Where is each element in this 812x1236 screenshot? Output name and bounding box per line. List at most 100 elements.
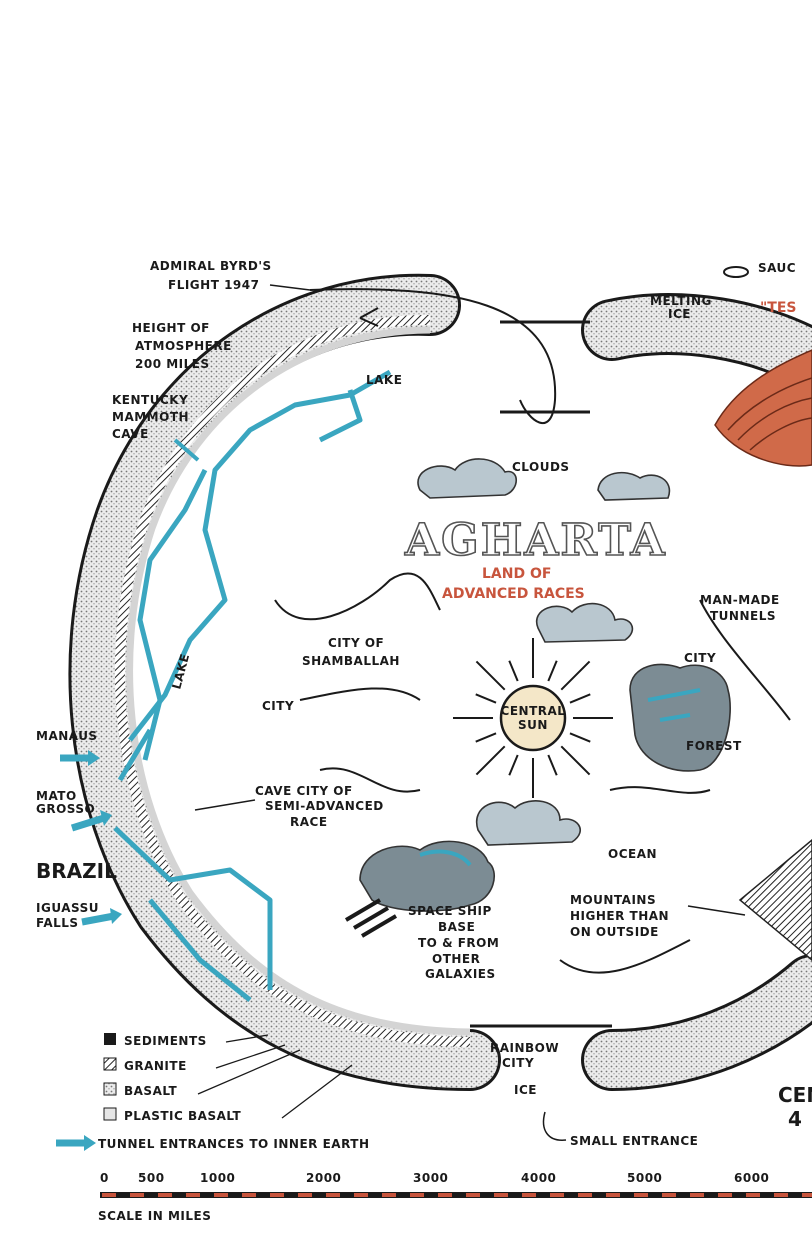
tunnels: [113, 369, 392, 1002]
label-cave-city-2: SEMI-ADVANCED: [265, 799, 384, 813]
scale-tick-label: 2000: [306, 1171, 341, 1185]
admiral-line-2: FLIGHT 1947: [168, 278, 259, 292]
label-admiral: ADMIRAL BYRD'S FLIGHT 1947: [150, 259, 311, 292]
sun-ray: [569, 732, 591, 743]
legend-swatch-granite: [103, 1057, 117, 1071]
label-atmosphere-1: HEIGHT OF: [132, 321, 210, 335]
scale-segment: [438, 1193, 452, 1197]
legend-tunnel: TUNNEL ENTRANCES TO INNER EARTH: [98, 1137, 370, 1151]
label-city-of: CITY OF: [328, 636, 384, 650]
label-cave-city-3: RACE: [290, 815, 328, 829]
red-cone: [714, 349, 812, 467]
scale-segment: [270, 1193, 284, 1197]
scale-tick-label: 5000: [627, 1171, 662, 1185]
label-atmosphere-2: ATMOSPHERE: [135, 339, 232, 353]
scale-tick-label: 4000: [521, 1171, 556, 1185]
label-kentucky-1: KENTUCKY: [112, 393, 188, 407]
legend-basalt: BASALT: [124, 1084, 178, 1098]
scale-segment: [214, 1193, 228, 1197]
label-cave-city-1: CAVE CITY OF: [255, 784, 353, 798]
label-clouds: CLOUDS: [512, 460, 570, 474]
label-mato-1: MATO: [36, 789, 77, 803]
scale-segment: [662, 1193, 676, 1197]
scale-segment: [130, 1193, 144, 1197]
label-central-sun-2: SUN: [518, 718, 548, 732]
label-melting-ice-1: MELTING: [650, 294, 712, 308]
label-man-made-2: TUNNELS: [710, 609, 776, 623]
label-space-ship-2: BASE: [438, 920, 475, 934]
label-kentucky-3: CAVE: [112, 427, 149, 441]
scale-segment: [718, 1193, 732, 1197]
sun-ray: [508, 754, 519, 776]
label-iguassu-1: IGUASSU: [36, 901, 99, 915]
subtitle-line-2: ADVANCED RACES: [442, 586, 585, 602]
legend: SEDIMENTS GRANITE BASALT PLASTIC BASALT …: [56, 1033, 370, 1151]
legend-swatch-basalt: [103, 1082, 117, 1096]
label-cen-num: 4: [788, 1107, 802, 1131]
saucer-icon: [723, 266, 749, 278]
label-space-ship-5: GALAXIES: [425, 967, 496, 981]
subtitle-line-1: LAND OF: [482, 566, 551, 582]
scale-segment: [102, 1193, 116, 1197]
scale-tick-label: 1000: [200, 1171, 235, 1185]
label-rainbow-1: RAINBOW: [490, 1041, 559, 1055]
label-space-ship-3: TO & FROM: [418, 936, 499, 950]
label-small-entrance: SMALL ENTRANCE: [570, 1134, 698, 1148]
sun-ray: [547, 660, 558, 682]
sun-ray: [475, 660, 506, 691]
admiral-line-1: ADMIRAL BYRD'S: [150, 259, 272, 273]
scale-segment: [354, 1193, 368, 1197]
sun-ray: [560, 745, 591, 776]
label-saucer: SAUC: [758, 261, 796, 275]
flight-path: [309, 288, 557, 425]
label-atmosphere-3: 200 MILES: [135, 357, 210, 371]
scale-segment: [158, 1193, 172, 1197]
label-kentucky-2: MAMMOTH: [112, 410, 189, 424]
scale-segment: [634, 1193, 648, 1197]
legend-sediments: SEDIMENTS: [124, 1034, 207, 1048]
sun-ray: [569, 693, 591, 704]
scale-segment: [802, 1193, 812, 1197]
scale-segment: [774, 1193, 788, 1197]
sun-ray: [547, 754, 558, 776]
earth-crust-right: [581, 293, 812, 1091]
label-mato-2: GROSSO: [36, 802, 95, 816]
label-cen: CEN: [778, 1083, 812, 1107]
label-ice: ICE: [514, 1083, 537, 1097]
legend-swatch-sediments: [104, 1033, 116, 1045]
label-city-left: CITY: [262, 699, 294, 713]
label-space-ship-1: SPACE SHIP: [408, 904, 492, 918]
sun-ray: [508, 660, 519, 682]
label-central-sun-1: CENTRAL: [501, 704, 566, 718]
legend-plastic-basalt: PLASTIC BASALT: [124, 1109, 242, 1123]
label-city-right: CITY: [684, 651, 716, 665]
scale-tick-label: 0: [100, 1171, 109, 1185]
scale-segment: [550, 1193, 564, 1197]
label-shamballah: SHAMBALLAH: [302, 654, 400, 668]
label-lake-top: LAKE: [366, 373, 402, 387]
label-brazil: BRAZIL: [36, 859, 117, 883]
scale-tick-label: 3000: [413, 1171, 448, 1185]
scale-segment: [466, 1193, 480, 1197]
label-lake-side: LAKE: [169, 652, 192, 691]
scale-segment: [382, 1193, 396, 1197]
spaceship-icon: [344, 898, 398, 938]
label-iguassu-2: FALLS: [36, 916, 79, 930]
clouds: [417, 458, 671, 846]
scale-segment: [410, 1193, 424, 1197]
scale-segment: [186, 1193, 200, 1197]
scale-segment: [578, 1193, 592, 1197]
sun-ray: [560, 660, 591, 691]
title-agharta: AGHARTA: [404, 515, 667, 566]
scale-segment: [242, 1193, 256, 1197]
scale-segment: [522, 1193, 536, 1197]
central-sun-icon: [453, 638, 613, 798]
scale-segment: [298, 1193, 312, 1197]
label-mountains-3: ON OUTSIDE: [570, 925, 659, 939]
label-tes: "TES: [760, 300, 797, 316]
north-polar-opening: [500, 320, 590, 414]
scale-segment: [494, 1193, 508, 1197]
label-melting-ice-2: ICE: [668, 307, 691, 321]
